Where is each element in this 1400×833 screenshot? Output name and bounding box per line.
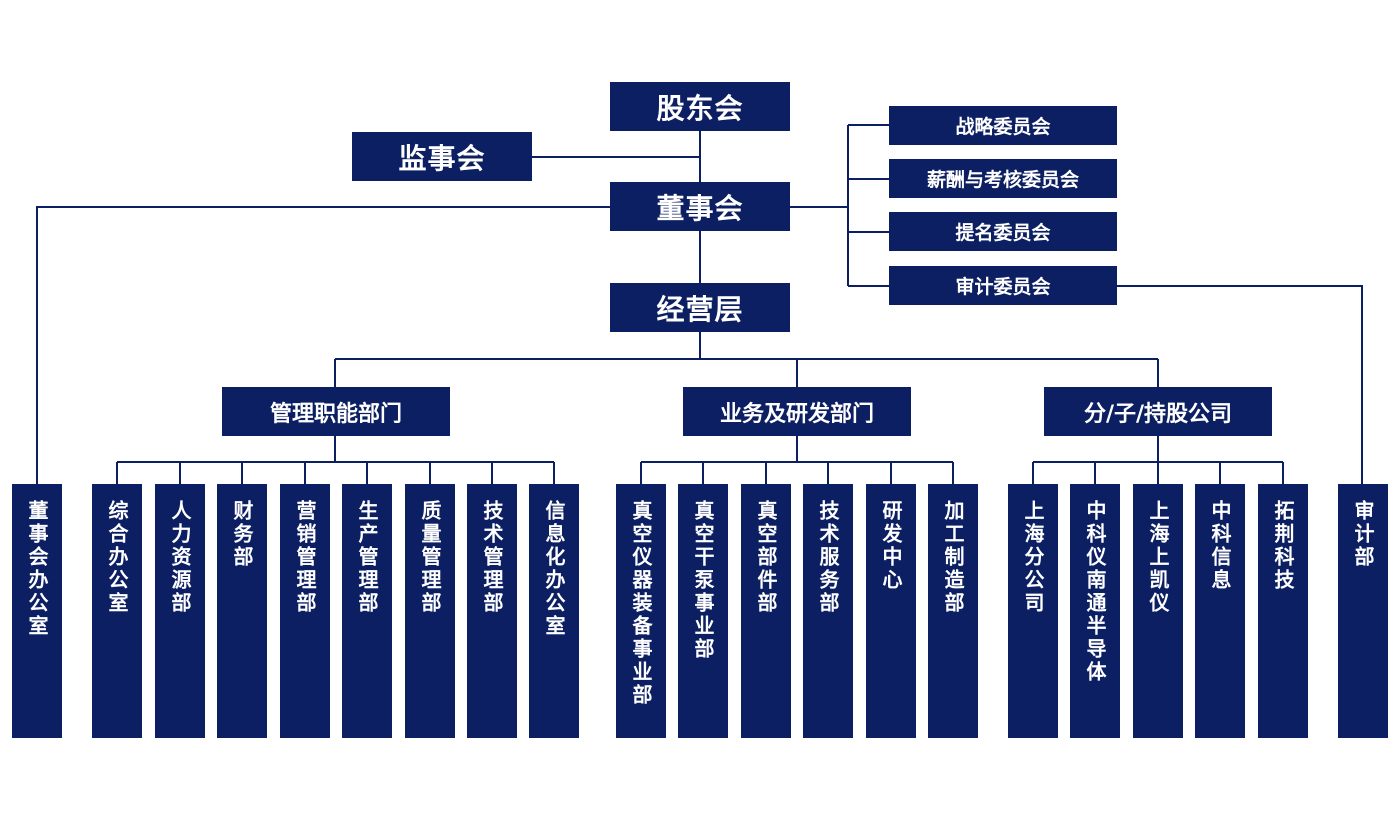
unit-label: 信息化办公室: [542, 500, 566, 638]
unit-label: 人力资源部: [168, 500, 192, 615]
unit-subsidiary: 上海分公司: [1008, 484, 1058, 738]
unit-subsidiary: 上海上凯仪: [1133, 484, 1183, 738]
unit-business: 加工制造部: [928, 484, 978, 738]
unit-label: 技术管理部: [480, 500, 504, 615]
unit-label: 综合办公室: [105, 500, 129, 615]
unit-label: 董事会办公室: [25, 500, 49, 638]
unit-business: 真空仪器装备事业部: [616, 484, 666, 738]
unit-label: 拓荆科技: [1271, 500, 1295, 592]
supervisors-box: 监事会: [352, 132, 532, 181]
unit-label: 审计部: [1351, 500, 1375, 569]
unit-label: 研发中心: [879, 500, 903, 592]
unit-functional: 信息化办公室: [529, 484, 579, 738]
unit-label: 财务部: [230, 500, 254, 569]
unit-audit: 审计部: [1338, 484, 1388, 738]
unit-subsidiary: 中科仪南通半导体: [1070, 484, 1120, 738]
unit-functional: 生产管理部: [342, 484, 392, 738]
unit-functional: 人力资源部: [155, 484, 205, 738]
strategy-committee-box: 战略委员会: [889, 106, 1117, 145]
audit-committee-box: 审计委员会: [889, 266, 1117, 305]
unit-label: 质量管理部: [418, 500, 442, 615]
nomination-committee-box: 提名委员会: [889, 212, 1117, 251]
unit-label: 营销管理部: [293, 500, 317, 615]
unit-label: 上海分公司: [1021, 500, 1045, 615]
unit-business: 研发中心: [866, 484, 916, 738]
unit-label: 真空干泵事业部: [691, 500, 715, 661]
unit-label: 技术服务部: [816, 500, 840, 615]
management-box: 经营层: [610, 283, 790, 332]
functional-departments-box: 管理职能部门: [222, 387, 450, 436]
unit-label: 上海上凯仪: [1146, 500, 1170, 615]
unit-label: 真空部件部: [754, 500, 778, 615]
unit-label: 生产管理部: [355, 500, 379, 615]
unit-business: 真空部件部: [741, 484, 791, 738]
unit-label: 中科仪南通半导体: [1083, 500, 1107, 684]
unit-functional: 财务部: [217, 484, 267, 738]
business-departments-box: 业务及研发部门: [683, 387, 911, 436]
compensation-committee-box: 薪酬与考核委员会: [889, 159, 1117, 198]
unit-functional: 质量管理部: [405, 484, 455, 738]
subsidiaries-box: 分/子/持股公司: [1044, 387, 1272, 436]
unit-functional: 技术管理部: [467, 484, 517, 738]
unit-functional: 综合办公室: [92, 484, 142, 738]
unit-business: 技术服务部: [803, 484, 853, 738]
unit-business: 真空干泵事业部: [678, 484, 728, 738]
unit-label: 真空仪器装备事业部: [629, 500, 653, 707]
unit-label: 加工制造部: [941, 500, 965, 615]
shareholders-box: 股东会: [610, 82, 790, 131]
unit-subsidiary: 拓荆科技: [1258, 484, 1308, 738]
unit-functional: 营销管理部: [280, 484, 330, 738]
unit-subsidiary: 中科信息: [1195, 484, 1245, 738]
board-box: 董事会: [610, 182, 790, 231]
unit-label: 中科信息: [1208, 500, 1232, 592]
unit-board-office: 董事会办公室: [12, 484, 62, 738]
